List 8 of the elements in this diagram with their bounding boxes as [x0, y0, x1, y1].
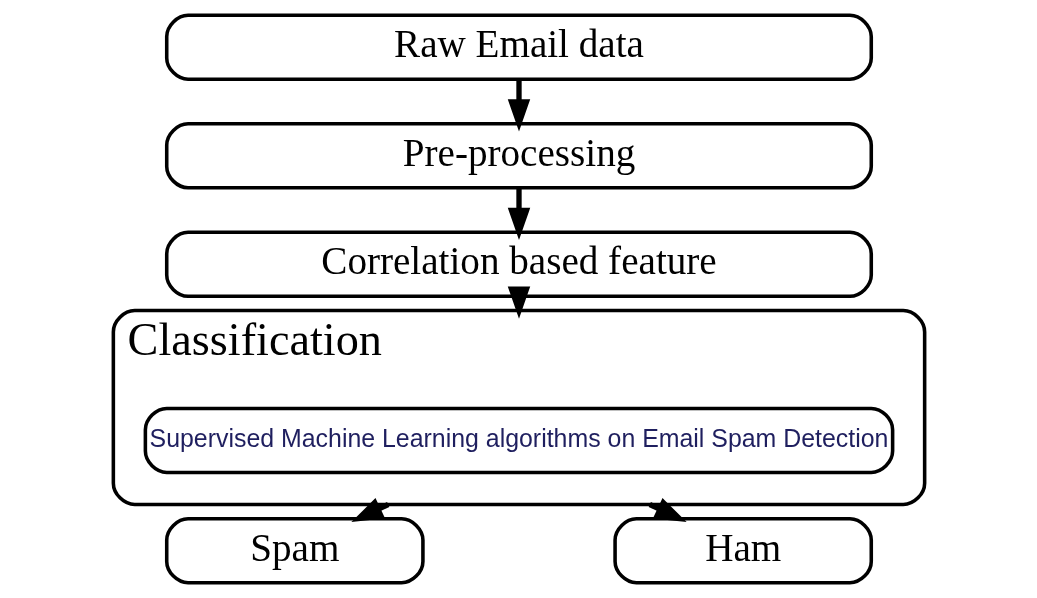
arrow	[507, 286, 530, 319]
node-box: Supervised Machine Learning algorithms on Email Spam Detection	[143, 406, 894, 475]
arrow	[507, 79, 530, 132]
node-box: Raw Email data	[164, 13, 873, 82]
arrow	[507, 187, 530, 240]
node-box: Pre-processing	[164, 121, 873, 190]
node-box: Ham	[612, 516, 873, 585]
node-box: Spam	[164, 516, 425, 585]
